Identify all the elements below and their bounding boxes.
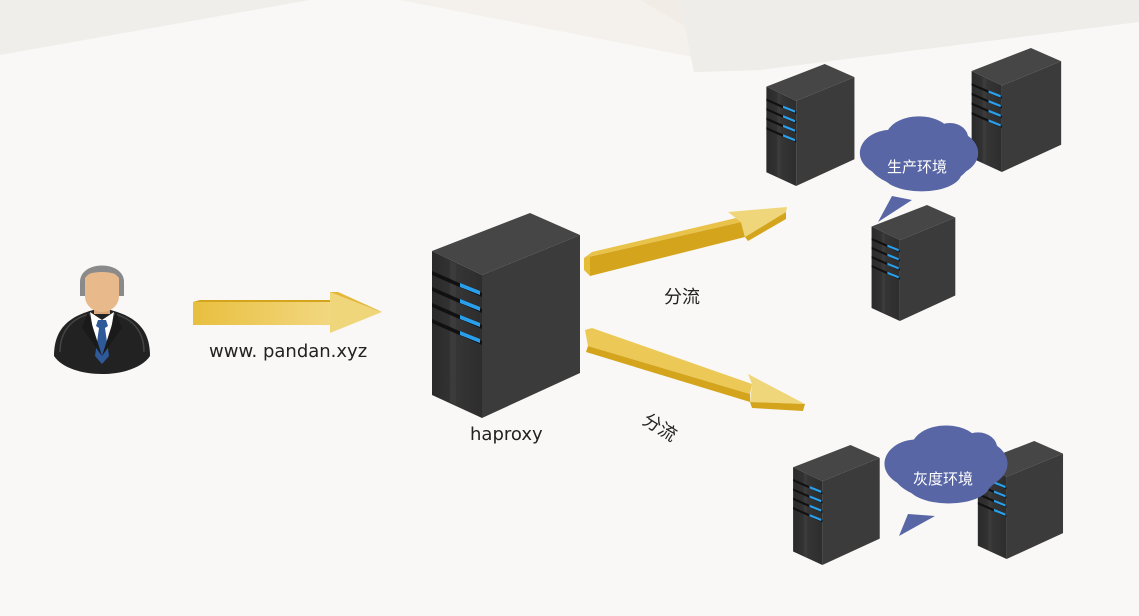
bg-shape-right (680, 0, 1139, 72)
proxy-server-icon (432, 213, 580, 418)
edge-label-domain: www. pandan.xyz (209, 341, 368, 362)
production-server-2-icon (971, 48, 1062, 172)
background-shapes (0, 0, 1139, 72)
production-server-1-icon (766, 64, 855, 186)
production-server-3-icon (871, 205, 956, 321)
production-cloud (859, 116, 979, 222)
user-icon (54, 265, 150, 374)
arrow-proxy-to-gray (585, 328, 805, 411)
bg-shape-left (0, 0, 310, 55)
arrow-user-to-proxy (193, 292, 382, 333)
gray-cloud-label: 灰度环境 (913, 470, 974, 488)
gray-server-1-icon (793, 445, 880, 565)
gray-cloud (884, 425, 1008, 536)
production-cloud-label: 生产环境 (887, 158, 948, 176)
arrow-proxy-to-production (584, 207, 787, 276)
edge-label-split-production: 分流 (664, 287, 700, 308)
proxy-label: haproxy (470, 424, 543, 445)
